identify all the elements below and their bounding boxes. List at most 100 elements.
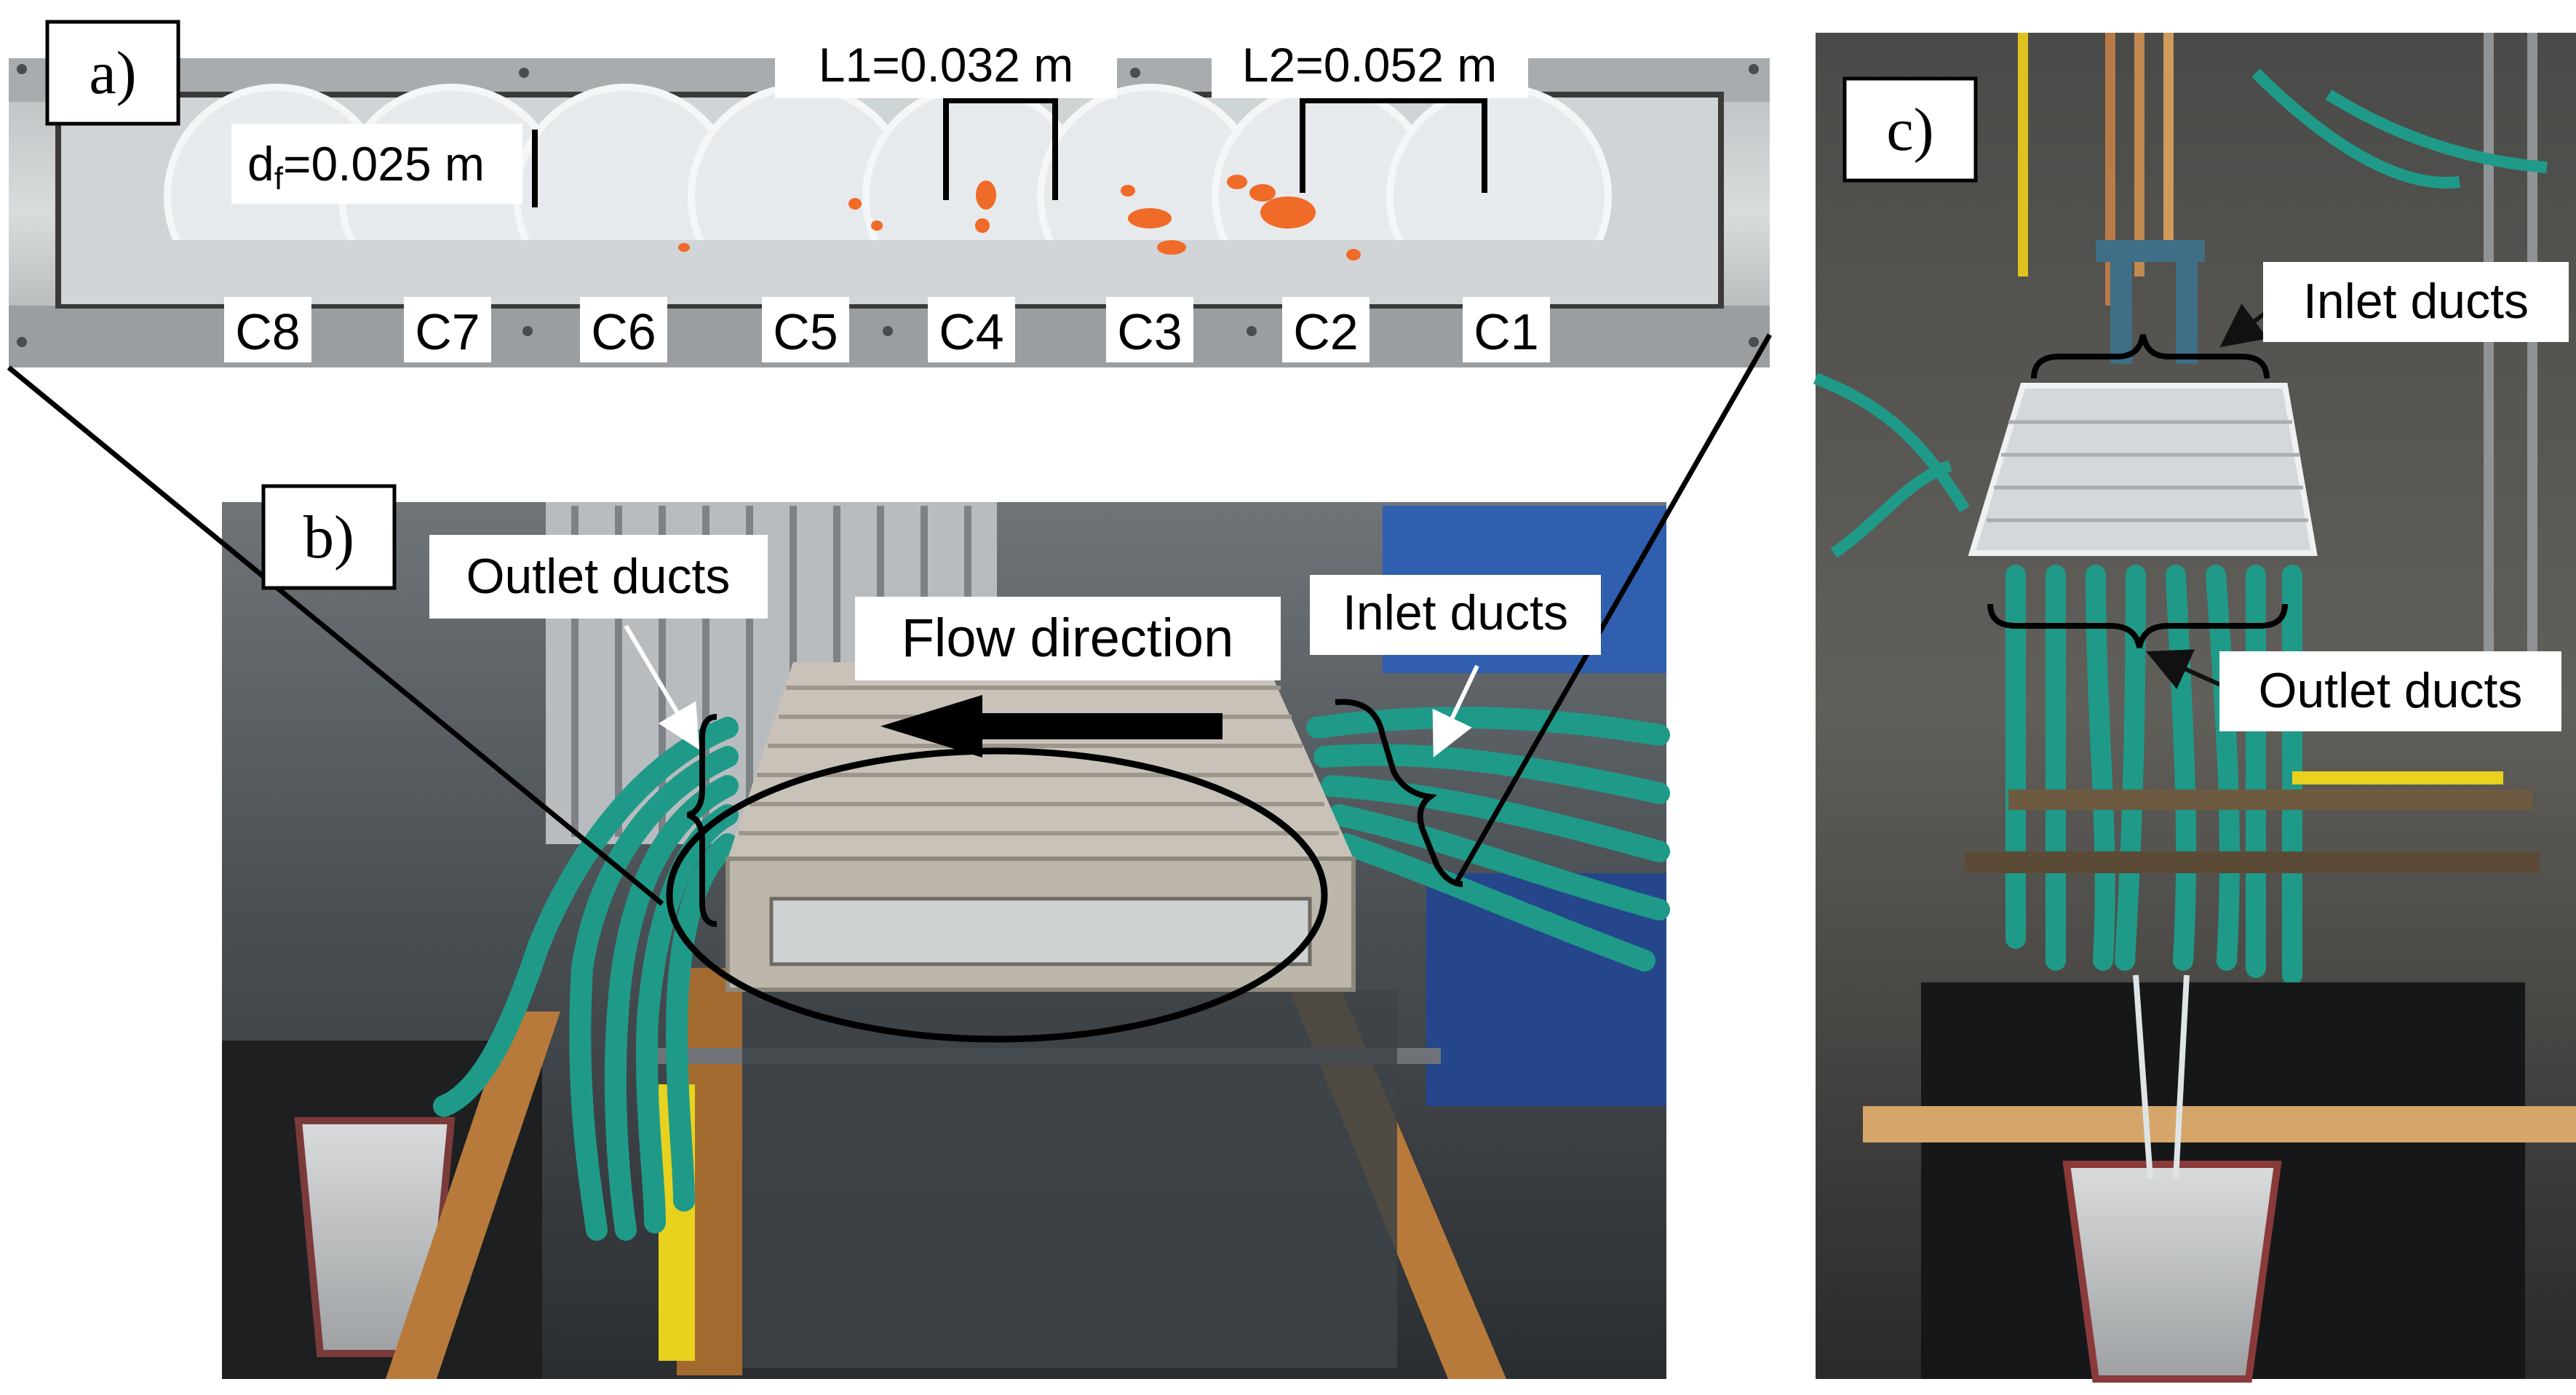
outlet-label-c-bg (2219, 651, 2561, 731)
cell-label-bg (928, 297, 1015, 362)
inlet-label-b-bg (1310, 575, 1601, 655)
cell-label-c7: C7 (415, 303, 480, 360)
inlet-brace-c (2031, 334, 2270, 379)
screw (522, 326, 533, 336)
cell-label-c3: C3 (1117, 303, 1182, 360)
screw (883, 326, 893, 336)
flow-label: Flow direction (902, 608, 1234, 668)
zoom-line-right (1452, 333, 1773, 886)
l2-bracket (1300, 98, 1487, 193)
particle (871, 220, 883, 231)
screw (1749, 337, 1759, 347)
outlet-arrow-b (624, 624, 700, 750)
inlet-label-c-bg (2263, 262, 2569, 342)
outlet-label-b: Outlet ducts (466, 549, 731, 604)
screw (1130, 68, 1140, 78)
particle (1227, 175, 1247, 189)
flow-arrow-shaft (982, 713, 1223, 739)
cell-label-bg (762, 297, 849, 362)
yellow-level-c (2292, 771, 2503, 784)
cell-label-bg (1463, 297, 1550, 362)
particles (678, 175, 1361, 261)
inlet-label-c: Inlet ducts (2303, 274, 2529, 329)
tag-c-box (1842, 76, 1978, 183)
particle (1249, 184, 1276, 202)
cell-label-c4: C4 (939, 303, 1003, 360)
particle (976, 180, 996, 210)
particle (1121, 185, 1135, 196)
hose (569, 746, 739, 1241)
cell-label-c1: C1 (1474, 303, 1538, 360)
tag-a-box (45, 20, 180, 126)
hose (2325, 90, 2548, 173)
device-top (728, 662, 1353, 859)
device-box-c (1968, 383, 2318, 556)
cell-label-c5: C5 (773, 303, 838, 360)
hose (636, 804, 739, 1233)
hose (2251, 68, 2460, 189)
background-hoses (1813, 68, 2548, 558)
inlet-brace-b (1335, 699, 1463, 887)
particle (678, 243, 690, 252)
hoses-right (1306, 707, 1670, 971)
outlet-brace-c (1987, 603, 2288, 648)
particle (975, 218, 990, 233)
l2-label-bg (1212, 29, 1528, 98)
particle (1260, 196, 1316, 228)
tag-a: a) (89, 39, 136, 107)
wood-plank-c (1863, 1106, 2576, 1142)
cell-label-bg (224, 297, 311, 362)
particle (848, 198, 862, 210)
hose (2166, 565, 2197, 971)
cell-label-bg (1106, 297, 1193, 362)
device-box-channels (1987, 420, 2308, 522)
flow-arrow-head (880, 695, 982, 758)
screw (17, 64, 27, 74)
cell-label-c6: C6 (591, 303, 656, 360)
hose (2086, 565, 2115, 971)
outlet-label-c: Outlet ducts (2259, 663, 2523, 718)
cell-label-c8: C8 (235, 303, 300, 360)
screw (17, 337, 27, 347)
hose (433, 717, 739, 1117)
l2-label: L2=0.052 m (1242, 38, 1497, 92)
hose (1321, 775, 1670, 862)
df-label: df=0.025 m (247, 137, 485, 196)
cell-labels: C8 C7 C6 C5 C4 C3 C2 C1 (224, 297, 1550, 362)
tag-b-box (261, 484, 397, 590)
hose (1328, 804, 1670, 921)
df-label-bg (231, 124, 522, 204)
hose (1813, 373, 1970, 513)
hose (1830, 460, 1952, 558)
hoses-left (433, 717, 739, 1241)
inlet-label-b: Inlet ducts (1343, 585, 1568, 640)
hose (1313, 744, 1670, 804)
inlet-arrow-b (1432, 664, 1479, 758)
outlet-label-b-bg (429, 535, 768, 619)
cell-label-c2: C2 (1293, 303, 1358, 360)
cell-label-bg (580, 297, 667, 362)
l1-bracket (943, 98, 1058, 200)
table-rail (2008, 790, 2532, 810)
water-stream (2133, 974, 2153, 1180)
flow-label-bg (855, 597, 1281, 680)
tag-c: c) (1886, 96, 1933, 164)
particle (1157, 240, 1186, 255)
water-stream (2173, 974, 2190, 1180)
cell-label-bg (404, 297, 491, 362)
inlet-manifold (2096, 240, 2205, 262)
tag-b: b) (303, 504, 354, 571)
cell-label-bg (1282, 297, 1370, 362)
device-window (769, 897, 1312, 966)
inlet-riser (2176, 262, 2198, 364)
l1-label-bg (775, 29, 1117, 98)
glass-tank (742, 990, 1397, 1368)
wood-plank (386, 1012, 560, 1379)
screws (17, 64, 1759, 347)
bucket-c (2062, 1161, 2282, 1383)
particle (1346, 249, 1361, 261)
particle (1128, 208, 1172, 228)
cell-strip-bottom (61, 240, 1718, 304)
hose (1335, 833, 1655, 971)
